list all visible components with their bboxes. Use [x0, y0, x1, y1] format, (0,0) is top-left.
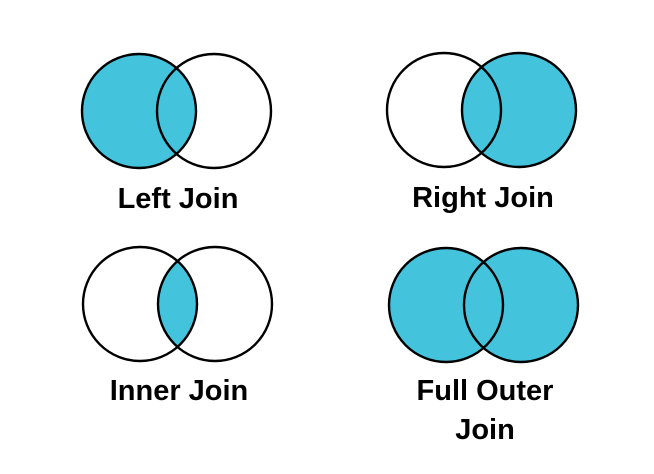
right-circle-outline	[155, 52, 273, 170]
left-circle-outline	[387, 246, 505, 364]
venn-diagram-inner-join	[81, 245, 274, 363]
right-circle-outline	[462, 246, 580, 364]
venn-diagram-full-outer-join	[387, 246, 580, 364]
left-circle-outline	[80, 52, 198, 170]
right-circle-outline	[460, 51, 578, 169]
intersection-region-fill	[158, 247, 197, 361]
left-circle-outline	[81, 245, 199, 363]
join-label-inner-join: Inner Join	[109, 375, 249, 407]
join-label-left-join: Left Join	[117, 183, 239, 215]
join-label-full-outer-join: Full Outer Join	[416, 375, 554, 446]
right-circle-fill	[462, 53, 576, 167]
venn-diagram-right-join	[385, 51, 578, 169]
left-circle-outline	[385, 51, 503, 169]
venn-diagram-left-join	[80, 52, 273, 170]
join-label-right-join: Right Join	[412, 182, 554, 214]
right-circle-outline	[156, 245, 274, 363]
right-circle-fill	[464, 248, 578, 362]
left-circle-fill	[82, 54, 196, 168]
